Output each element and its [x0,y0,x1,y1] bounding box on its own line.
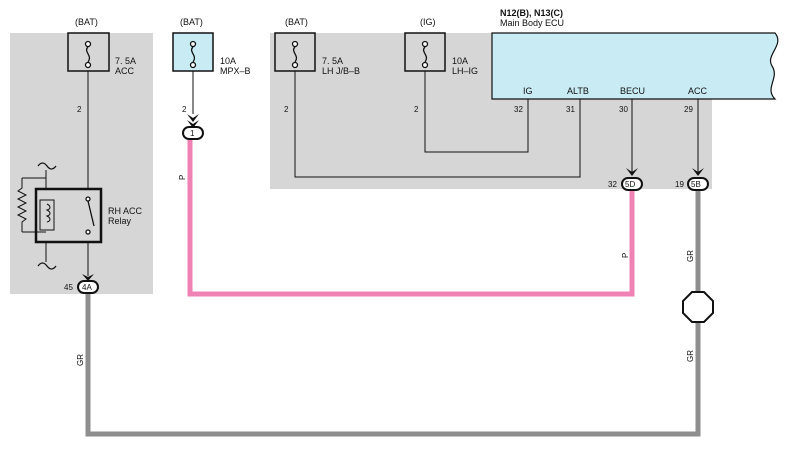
pink-wire [187,140,635,297]
ecu-pin-altb-num: 31 [566,105,575,114]
wire-color-p-1: P [178,175,187,180]
fuse-symbols [84,40,429,69]
fuse-mpxb-pin: 2 [182,105,187,114]
ecu-pin-ig-label: IG [523,86,533,96]
connector-4a-id: 4A [82,283,92,292]
connector-arrows [82,114,704,281]
gray-wire [85,190,701,437]
fuse-acc-rating: 7. 5A [115,56,136,66]
connector-4a-pin: 45 [64,283,73,292]
connector-1-id: 1 [190,129,195,138]
fuse-acc-name: ACC [115,66,135,76]
junction-octagon [682,291,714,323]
fuse-lhig-name: LH–IG [452,66,478,76]
fuse-lhig-pin: 2 [414,105,419,114]
wire-color-gr-2: GR [686,250,695,262]
relay-symbol [16,162,103,270]
fuse-lhjbb-supply: (BAT) [285,17,308,27]
connector-5b-pin: 19 [675,180,684,189]
fuse-lhjbb-pin: 2 [284,105,289,114]
ecu-pin-becu-num: 30 [619,105,628,114]
relay-name-line1: RH ACC [108,206,143,216]
thin-wires [45,71,699,276]
connector-5d-pin: 32 [608,180,617,189]
wire-color-gr-3: GR [686,350,695,362]
fuse-lhig-rating: 10A [452,56,468,66]
ecu-pin-acc-label: ACC [688,86,708,96]
fuse-mpxb-name: MPX–B [220,66,251,76]
fuse-acc-pin: 2 [77,105,82,114]
relay-name-line2: Relay [108,216,132,226]
connector-5b-id: 5B [691,180,701,189]
fuse-lhjbb-rating: 7. 5A [322,56,343,66]
left-panel [10,33,153,294]
fuse-mpxb-rating: 10A [220,56,236,66]
main-body-ecu [491,32,779,100]
fuse-lhjbb-name: LH J/B–B [322,66,360,76]
fuse-acc-supply: (BAT) [75,17,98,27]
connector-4a-badge [77,280,99,294]
ecu-pin-altb-label: ALTB [567,86,589,96]
connector-5d-id: 5D [625,180,635,189]
ecu-name-label: Main Body ECU [500,18,564,28]
connector-5b-badge [687,177,709,191]
ecu-connector-label: N12(B), N13(C) [500,8,563,18]
fuse-lhig-supply: (IG) [420,17,436,27]
wire-color-gr-1: GR [76,354,85,366]
connector-5d-badge [621,177,643,191]
wire-color-p-2: P [621,253,630,258]
connector-1-badge [182,126,204,140]
ecu-pin-acc-num: 29 [684,105,693,114]
ecu-pin-ig-num: 32 [514,105,523,114]
fuse-mpxb-supply: (BAT) [180,17,203,27]
ecu-pin-becu-label: BECU [620,86,645,96]
